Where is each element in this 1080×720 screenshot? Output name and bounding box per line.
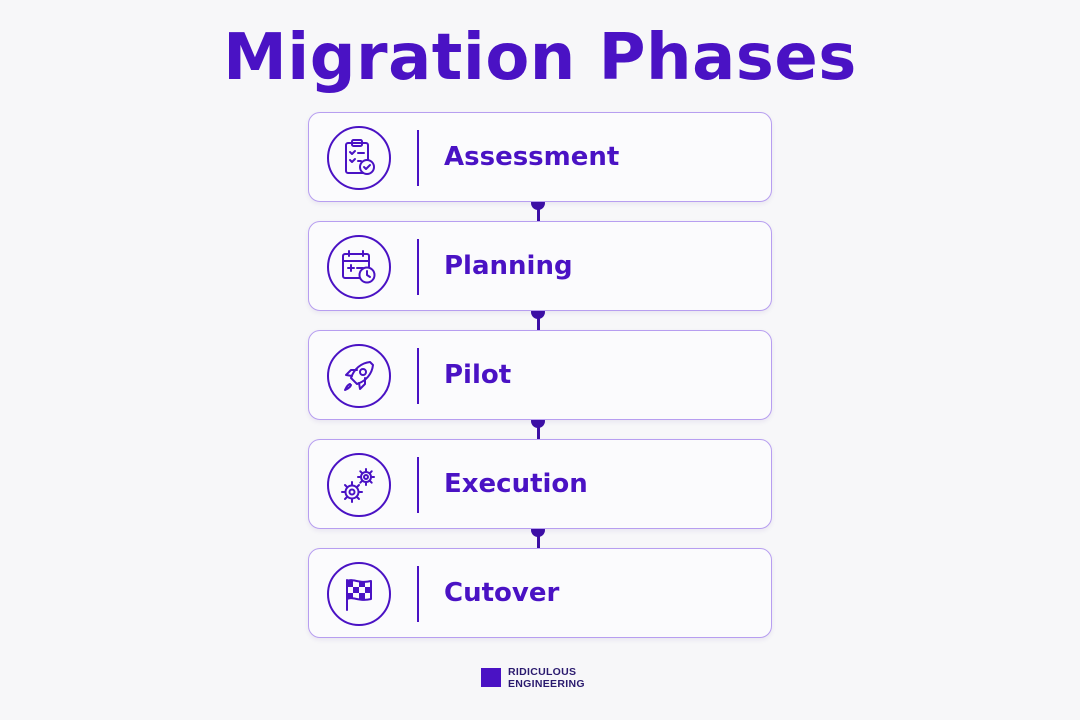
brand-line-2: ENGINEERING [508, 678, 585, 690]
card-divider [417, 566, 419, 622]
phase-label: Execution [444, 469, 588, 499]
phase-label: Assessment [444, 142, 620, 172]
phase-card-planning: Planning [308, 221, 772, 311]
page-title: Migration Phases [223, 21, 857, 95]
phase-timeline: Assessment Planning [308, 112, 774, 640]
connector-line [537, 202, 540, 222]
phase-card-execution: Execution [308, 439, 772, 529]
card-divider [417, 239, 419, 295]
checkered-flag-icon [327, 562, 391, 626]
rocket-icon [327, 344, 391, 408]
phase-label: Cutover [444, 578, 560, 608]
phase-card-assessment: Assessment [308, 112, 772, 202]
clipboard-check-icon [327, 126, 391, 190]
card-divider [417, 130, 419, 186]
card-divider [417, 348, 419, 404]
connector-line [537, 529, 540, 549]
phase-card-cutover: Cutover [308, 548, 772, 638]
connector-line [537, 311, 540, 331]
card-divider [417, 457, 419, 513]
brand-text: RIDICULOUS ENGINEERING [508, 666, 585, 690]
phase-label: Pilot [444, 360, 512, 390]
phase-label: Planning [444, 251, 573, 281]
phase-card-pilot: Pilot [308, 330, 772, 420]
connector-line [537, 420, 540, 440]
brand-mark-icon [481, 668, 501, 687]
gears-icon [327, 453, 391, 517]
calendar-clock-icon [327, 235, 391, 299]
brand-line-1: RIDICULOUS [508, 666, 577, 678]
